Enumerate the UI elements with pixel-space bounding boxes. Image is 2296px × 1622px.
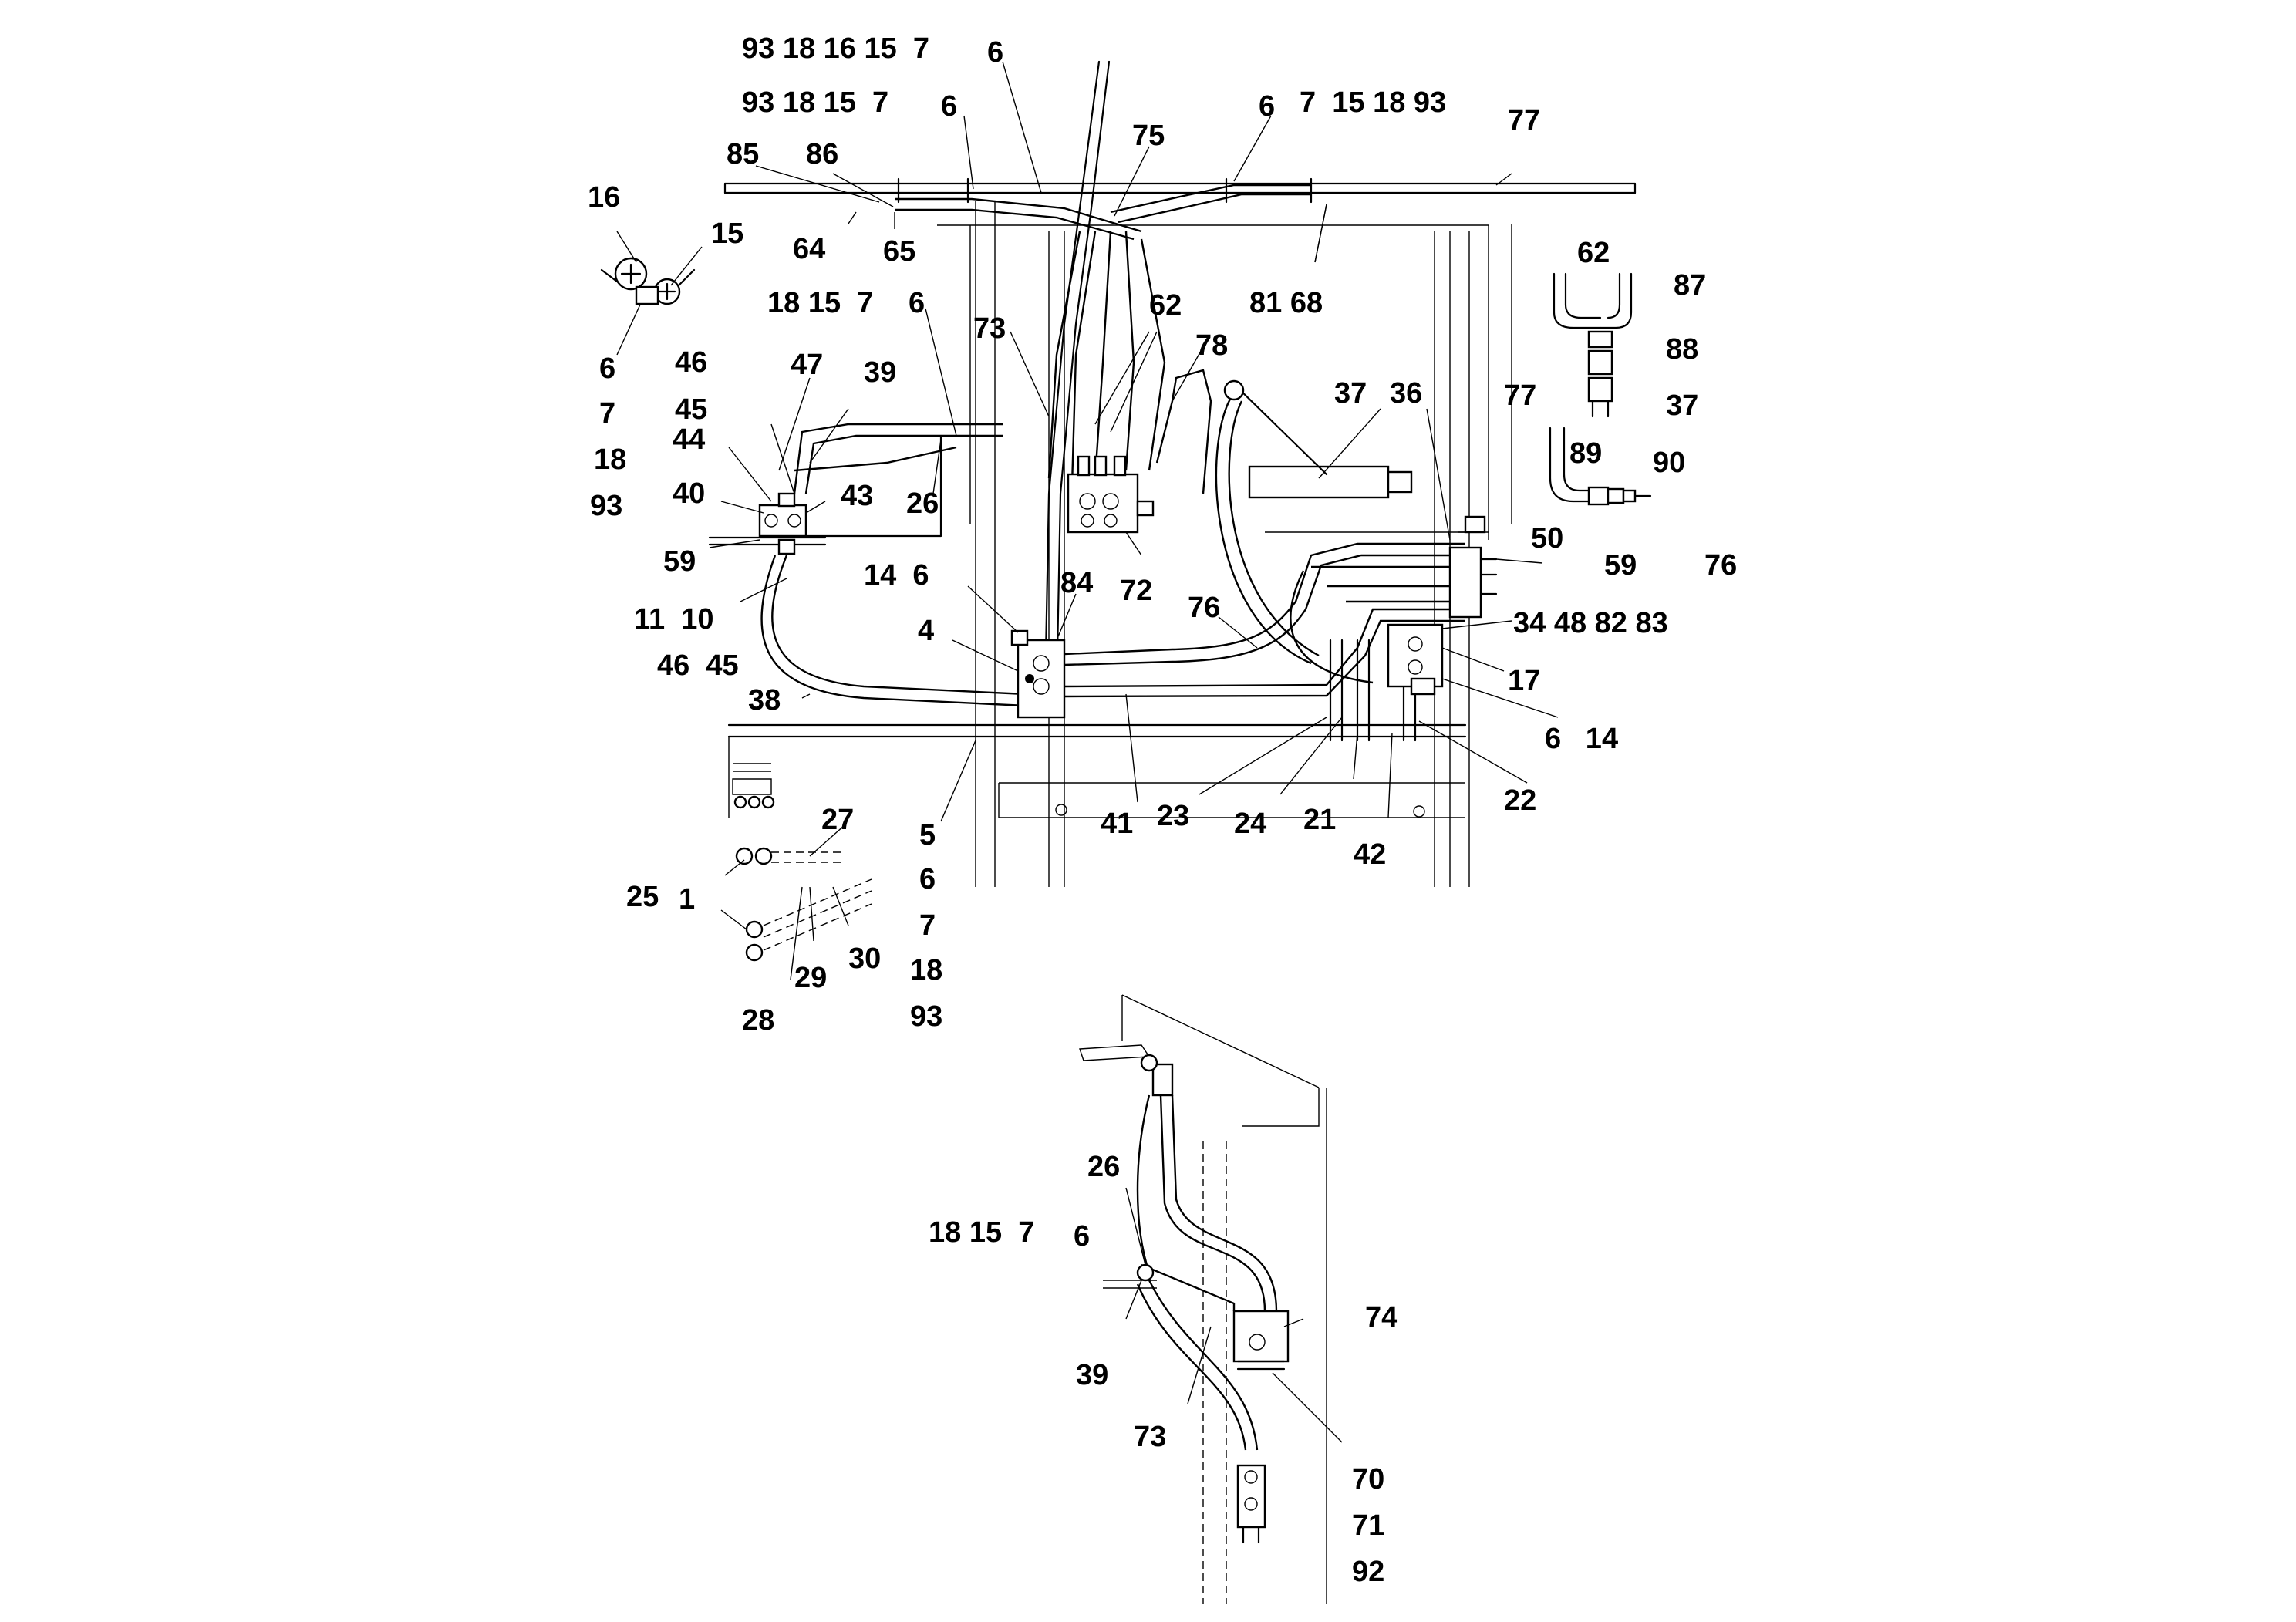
- callout-label: 27: [821, 804, 854, 836]
- callout-label: 75: [1132, 120, 1165, 152]
- callout-label: 24: [1234, 808, 1266, 840]
- valve-74: [1232, 1310, 1290, 1363]
- callout-label: 77: [1508, 104, 1540, 137]
- callout-label: 30: [848, 943, 881, 975]
- callout-label: 36: [1390, 377, 1422, 410]
- leader-lines: [616, 61, 1559, 1443]
- callout-label: 93: [590, 490, 622, 522]
- callout-label: 59: [663, 545, 696, 578]
- callout-label: 34 48 82 83: [1513, 607, 1668, 639]
- callout-label: 62: [1577, 237, 1610, 269]
- callout-label: 88: [1666, 333, 1698, 366]
- callout-label: 78: [1195, 329, 1228, 362]
- callout-label: 4: [918, 615, 934, 647]
- callout-label: 72: [1120, 575, 1152, 607]
- callout-label: 1: [679, 883, 695, 916]
- callout-label: 65: [883, 235, 915, 268]
- callout-label: 14 6: [864, 559, 929, 592]
- detail-fitting-89: [1549, 427, 1652, 506]
- callout-label: 29: [794, 962, 827, 994]
- valve-34: [1387, 623, 1444, 688]
- callout-label: 46 45: [657, 649, 739, 682]
- callout-label: 16: [588, 181, 620, 214]
- callout-label: 93 18 16 15 7: [742, 32, 929, 65]
- callout-label: 89: [1569, 437, 1602, 470]
- callout-label: 43: [841, 480, 873, 512]
- callout-label: 25: [626, 881, 659, 913]
- callout-label: 39: [864, 356, 896, 389]
- callout-label: 7: [599, 397, 615, 430]
- callout-label: 44: [673, 423, 705, 456]
- lower-view: [1079, 994, 1327, 1604]
- callout-label: 6 14: [1545, 723, 1618, 755]
- callout-label: 71: [1352, 1509, 1384, 1542]
- callout-label: 39: [1076, 1359, 1108, 1391]
- callout-label: 7: [919, 909, 936, 942]
- callout-label: 93: [910, 1000, 942, 1033]
- callout-label: 15: [711, 218, 743, 250]
- detail-lines-27-30: [732, 763, 872, 962]
- callout-label: 86: [806, 138, 838, 170]
- callout-label: 41: [1101, 808, 1133, 840]
- callout-label: 7 15 18 93: [1300, 86, 1446, 119]
- callout-label: 45: [675, 393, 707, 426]
- callout-label: 22: [1504, 784, 1536, 817]
- callout-label: 21: [1303, 804, 1336, 836]
- callout-label: 40: [673, 477, 705, 510]
- callout-label: 74: [1365, 1301, 1397, 1334]
- callout-label: 37: [1666, 389, 1698, 422]
- callout-label: 6: [1074, 1220, 1090, 1253]
- callout-label: 85: [727, 138, 759, 170]
- callout-label: 76: [1704, 549, 1737, 582]
- callout-label: 42: [1354, 838, 1386, 871]
- callout-label: 6: [919, 863, 936, 895]
- callout-label: 76: [1188, 592, 1220, 624]
- callout-label: 47: [791, 349, 823, 381]
- callout-label: 77: [1504, 379, 1536, 412]
- callout-label: 11 10: [634, 603, 714, 636]
- callout-label: 17: [1508, 665, 1540, 697]
- callout-label: 26: [1087, 1151, 1120, 1183]
- callout-label: 6: [987, 36, 1003, 69]
- callout-label: 90: [1653, 447, 1685, 479]
- callout-label: 73: [973, 312, 1006, 345]
- callout-label: 87: [1674, 269, 1706, 302]
- callout-label: 6: [909, 287, 925, 319]
- callout-label: 26: [906, 487, 939, 520]
- callout-label: 46: [675, 346, 707, 379]
- detail-fitting-87: [1553, 272, 1633, 418]
- callout-label: 23: [1157, 800, 1189, 832]
- callout-label: 28: [742, 1004, 774, 1037]
- callout-label: 73: [1134, 1421, 1166, 1453]
- callout-label: 18 15 7: [929, 1216, 1034, 1249]
- callout-label: 70: [1352, 1463, 1384, 1496]
- callout-label: 50: [1531, 522, 1563, 555]
- callout-label: 6: [941, 90, 957, 123]
- callout-label: 6: [599, 352, 615, 385]
- upper-hoses: [760, 60, 1465, 742]
- callout-label: 18: [594, 443, 626, 476]
- callout-label: 59: [1604, 549, 1637, 582]
- valve-blocks: [600, 257, 1498, 719]
- callout-label: 81 68: [1249, 287, 1323, 319]
- callout-label: 18 15 7: [767, 287, 873, 319]
- callout-label: 93 18 15 7: [742, 86, 888, 119]
- callout-label: 62: [1149, 289, 1182, 322]
- valve-40: [758, 504, 807, 538]
- callout-label: 37: [1334, 377, 1367, 410]
- callout-label: 64: [793, 233, 825, 265]
- callout-label: 5: [919, 819, 936, 851]
- callout-label: 6: [1259, 90, 1275, 123]
- valve-59: [1448, 546, 1482, 619]
- callout-label: 92: [1352, 1556, 1384, 1588]
- callout-label: 84: [1060, 567, 1093, 599]
- callout-label: 18: [910, 954, 942, 986]
- callout-label: 38: [748, 684, 781, 717]
